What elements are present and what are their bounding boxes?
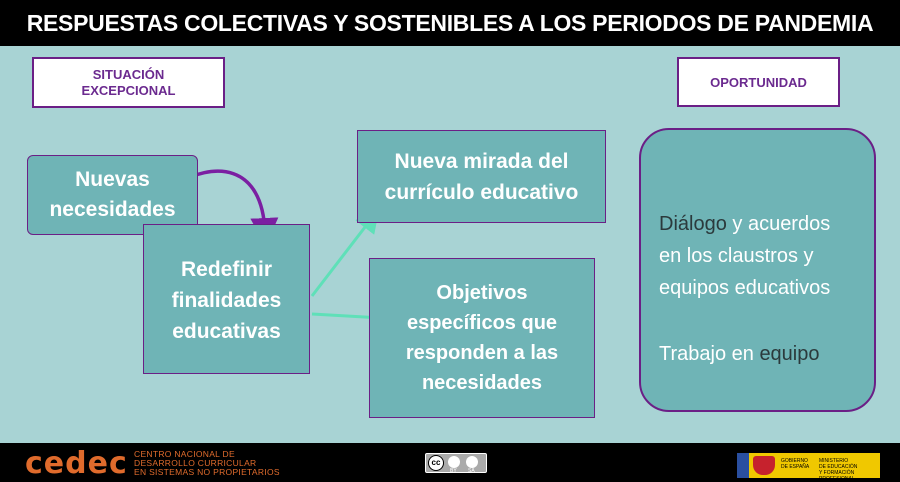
objetivos-line-3: responden a las — [405, 342, 559, 364]
eu-flag-icon — [737, 453, 749, 478]
equipo-highlight: equipo — [759, 343, 820, 365]
nuevas-necesidades-box: Nuevas necesidades — [27, 155, 198, 235]
cedec-logo: cedec — [25, 446, 128, 481]
ministerio-line-1: MINISTERIO — [819, 458, 849, 464]
redefinir-line-3: educativas — [172, 319, 281, 343]
mirada-line-1: Nueva mirada del — [394, 149, 569, 173]
nueva-mirada-box: Nueva mirada del currículo educativo — [357, 130, 606, 223]
creative-commons-icon: cc BY SA — [425, 453, 487, 474]
oportunidad-line-3: equipos educativos — [659, 277, 831, 299]
redefinir-finalidades-box: Redefinir finalidades educativas — [143, 224, 310, 374]
oportunidad-line-4: Trabajo en equipo — [659, 338, 869, 370]
cc-circle: cc — [428, 455, 444, 471]
coat-of-arms-icon — [753, 456, 775, 475]
cedec-sub-line-1: CENTRO NACIONAL DE — [134, 449, 235, 459]
cedec-sub-line-2: DESARROLLO CURRICULAR — [134, 458, 257, 468]
gobierno-line-1: GOBIERNO — [781, 458, 808, 464]
oportunidad-line-1: Diálogo y acuerdos — [659, 208, 869, 240]
cedec-sub-line-3: EN SISTEMAS NO PROPIETARIOS — [134, 467, 280, 477]
oportunidad-line-2: en los claustros y — [659, 245, 814, 267]
gobierno-text: GOBIERNO DE ESPAÑA — [781, 458, 809, 470]
cc-sa-label: SA — [468, 468, 475, 474]
ministerio-line-3: Y FORMACIÓN PROFESIONAL — [819, 470, 855, 482]
situacion-line-2: EXCEPCIONAL — [81, 82, 176, 98]
title-bar — [0, 0, 900, 46]
oportunidad-label: OPORTUNIDAD — [677, 57, 840, 107]
objetivos-line-1: Objetivos — [436, 282, 528, 304]
gobierno-line-2: DE ESPAÑA — [781, 464, 810, 470]
nuevas-line-1: Nuevas — [75, 168, 150, 191]
cedec-subtitle: CENTRO NACIONAL DE DESARROLLO CURRICULAR… — [134, 450, 280, 477]
oportunidad-box: Diálogo y acuerdos en los claustros y eq… — [639, 128, 876, 412]
situacion-line-1: SITUACIÓN — [92, 66, 165, 82]
dialogo-rest: y acuerdos — [726, 213, 831, 235]
trabajo-prefix: Trabajo en — [659, 343, 760, 365]
page-title: RESPUESTAS COLECTIVAS Y SOSTENIBLES A LO… — [26, 10, 874, 36]
sa-share-icon — [466, 456, 478, 468]
ministerio-line-2: DE EDUCACIÓN — [819, 464, 858, 470]
objetivos-line-4: necesidades — [421, 372, 543, 394]
redefinir-line-2: finalidades — [171, 288, 282, 312]
ministerio-logo: GOBIERNO DE ESPAÑA MINISTERIO DE EDUCACI… — [737, 453, 880, 482]
objetivos-especificos-box: Objetivos específicos que responden a la… — [369, 258, 595, 418]
redefinir-line-1: Redefinir — [180, 257, 272, 281]
by-person-icon — [448, 456, 460, 468]
cc-by-label: BY — [450, 468, 457, 474]
objetivos-line-2: específicos que — [406, 312, 558, 334]
dialogo-highlight: Diálogo — [659, 213, 727, 235]
situacion-excepcional-label: SITUACIÓN EXCEPCIONAL — [32, 57, 225, 108]
mirada-line-2: currículo educativo — [384, 180, 579, 204]
arrow-redefinir-to-mirada — [310, 208, 380, 297]
ministerio-text: MINISTERIO DE EDUCACIÓN Y FORMACIÓN PROF… — [819, 458, 880, 482]
nuevas-line-2: necesidades — [49, 198, 176, 221]
